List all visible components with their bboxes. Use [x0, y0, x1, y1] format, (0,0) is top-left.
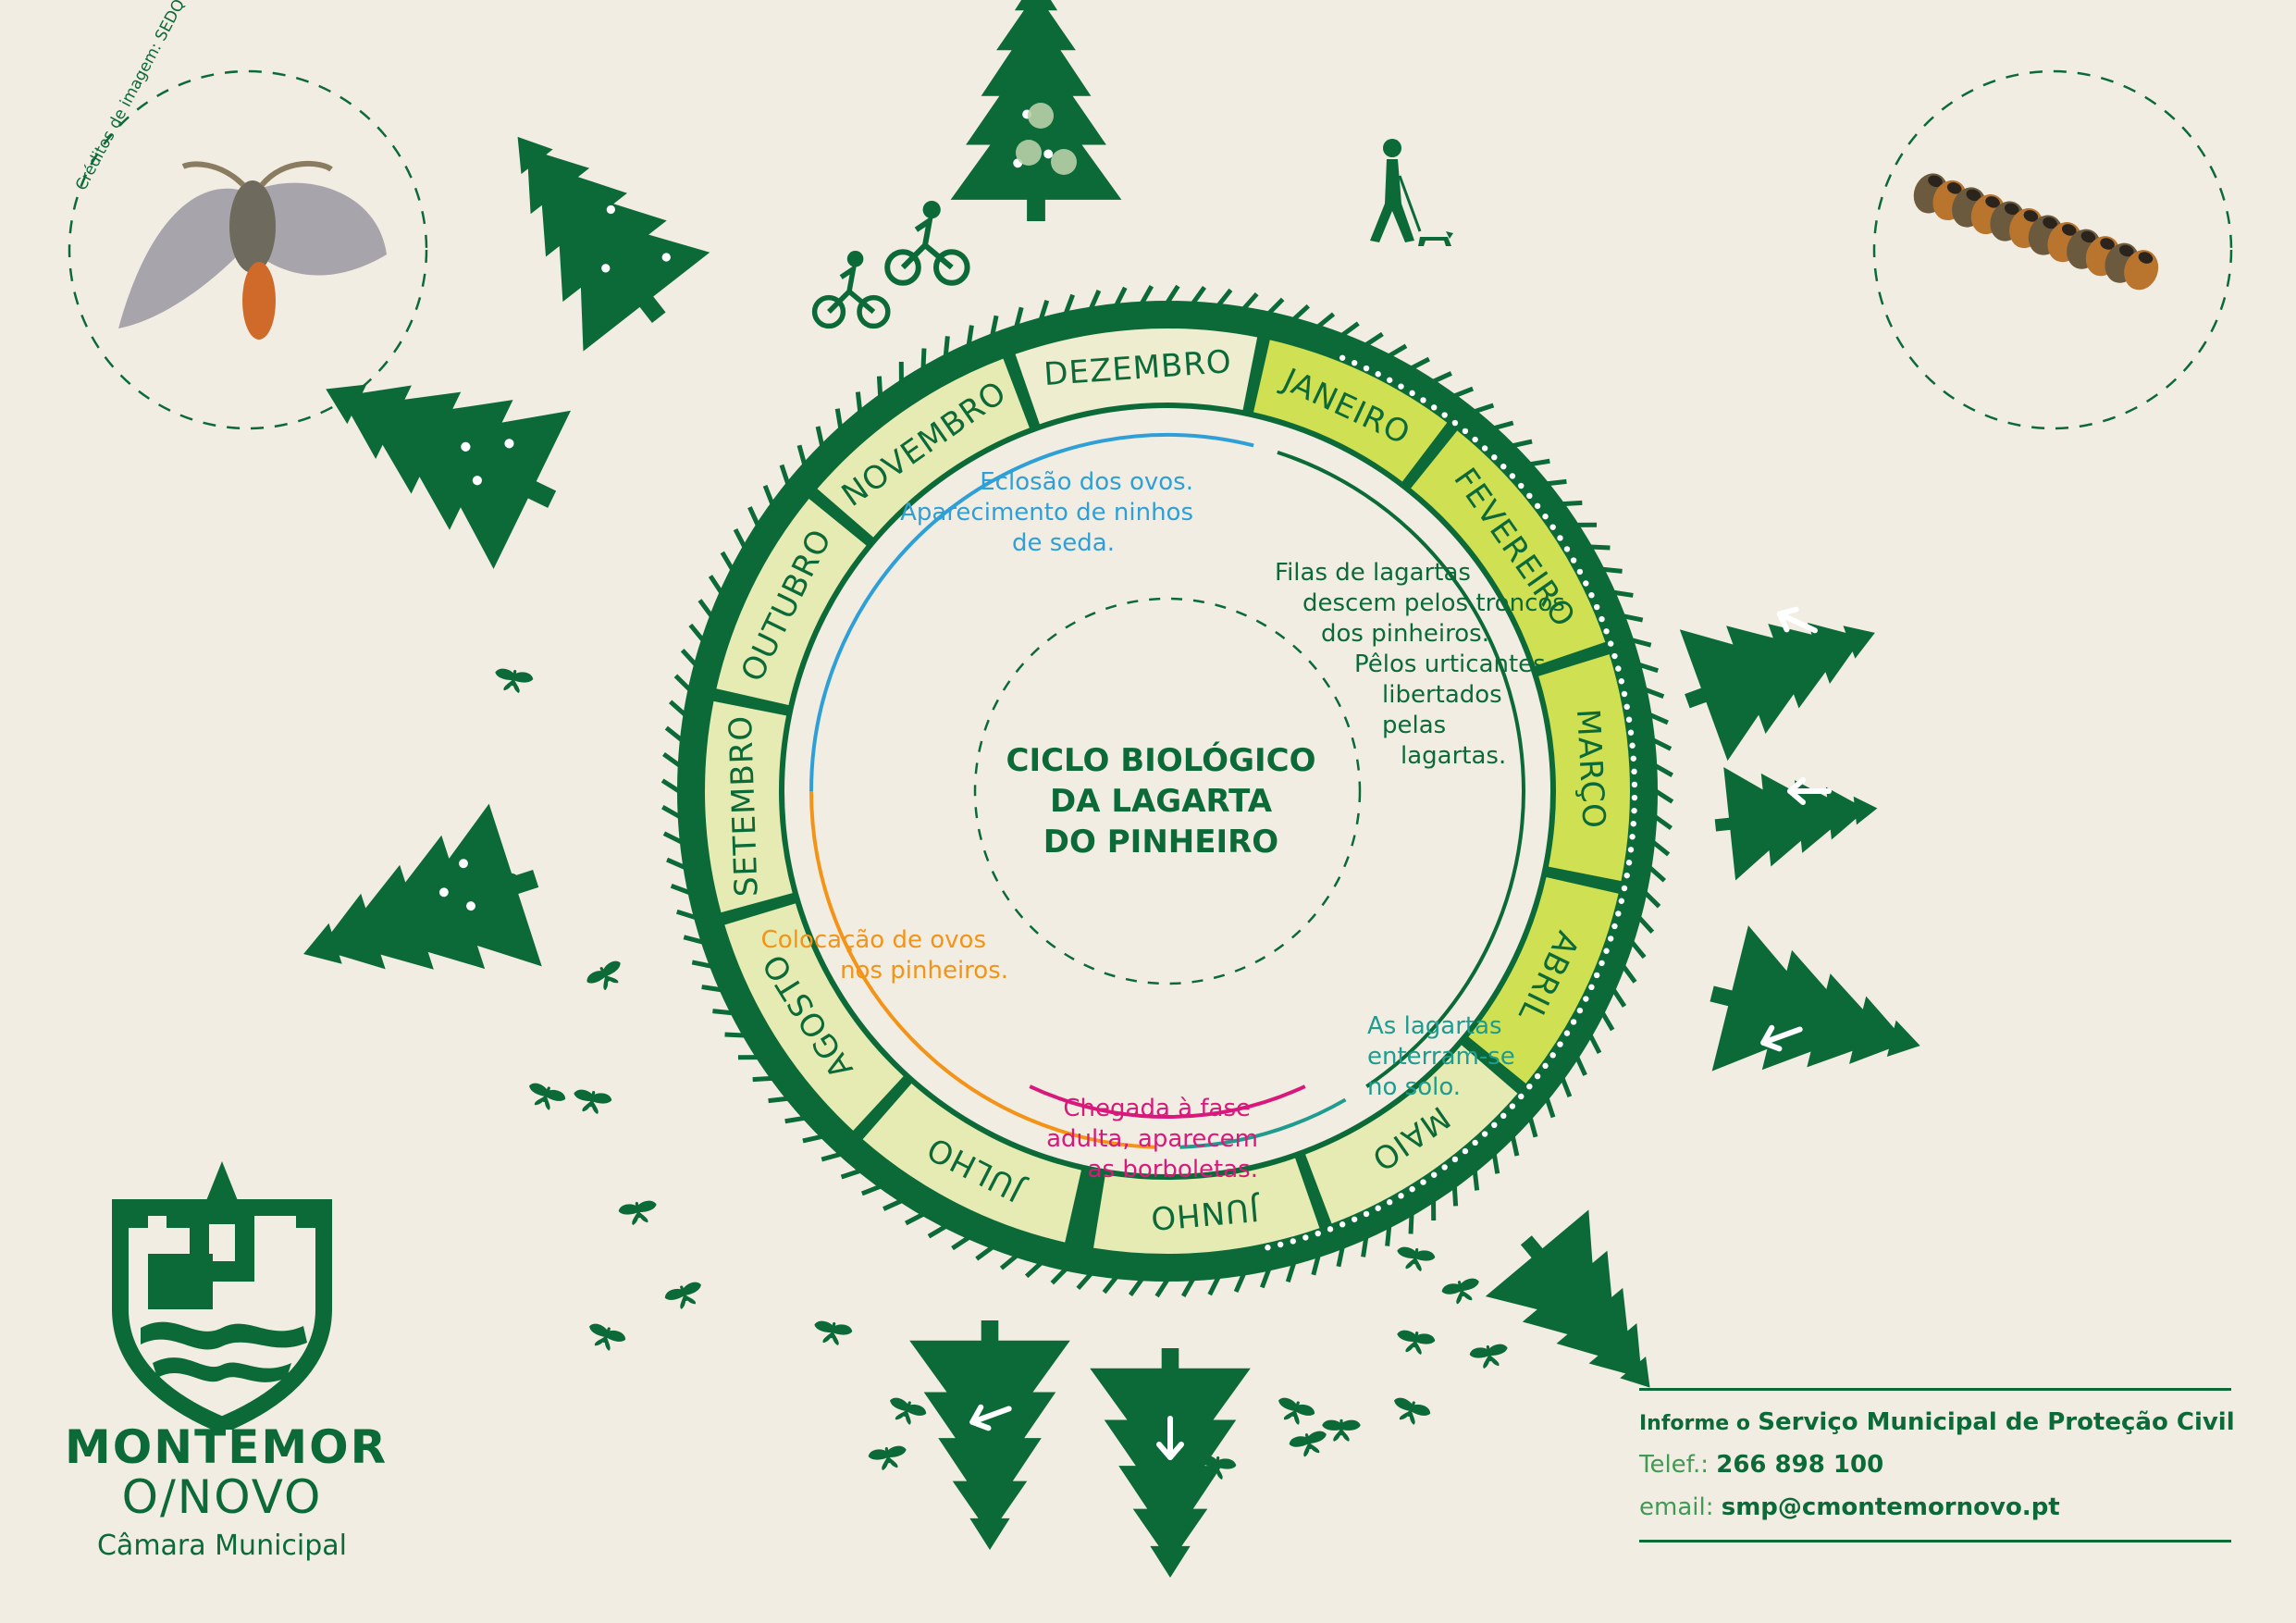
butterfly-icon	[867, 1443, 909, 1473]
walker-with-dog-icon	[1370, 139, 1453, 246]
cyclist-icon	[884, 201, 970, 286]
month-label: MARÇO	[1569, 708, 1612, 830]
butterfly-icon	[571, 1087, 613, 1117]
pine-tree-icon	[287, 309, 591, 579]
butterfly-icon	[1322, 1419, 1361, 1442]
month-segment	[1411, 430, 1606, 666]
cyclist-icon	[811, 251, 891, 329]
arrow-icon	[969, 1404, 1012, 1431]
butterfly-icon	[584, 1320, 628, 1356]
note-processions: Filas de lagartas descem pelos troncos d…	[1275, 559, 1565, 770]
contact-phone: Telef.: 266 898 100	[1639, 1451, 1884, 1479]
month-segment	[1253, 340, 1448, 482]
pine-tree-icon	[1693, 921, 1939, 1119]
decorations	[68, 69, 2233, 1482]
phase-arcs	[809, 433, 1525, 1149]
arrow-icon	[1760, 1024, 1803, 1052]
month-segment	[1468, 877, 1619, 1084]
butterfly-icon	[617, 1198, 660, 1228]
month-segment	[1305, 1045, 1518, 1224]
diagram-title: CICLO BIOLÓGICO DA LAGARTA DO PINHEIRO	[994, 740, 1327, 862]
note-eggs-hatch: Eclosão dos ovos. Aparecimento de ninhos…	[900, 468, 1193, 557]
pine-tree-icon	[1475, 1196, 1702, 1431]
month-segment	[1015, 328, 1258, 425]
moth-photo-icon	[118, 160, 387, 340]
pine-tree-icon	[1663, 566, 1899, 767]
note-bury: As lagartas enterram-se no solo.	[1367, 1012, 1515, 1101]
castle-shield-icon	[112, 1161, 332, 1430]
logo-line-3: Câmara Municipal	[96, 1530, 348, 1562]
pine-tree-icon	[277, 797, 562, 1035]
municipality-logo: MONTEMOR O/NOVO Câmara Municipal	[65, 1152, 389, 1568]
month-segment	[1538, 654, 1630, 882]
pine-trees	[277, 0, 1939, 1578]
center-dashed-circle	[973, 597, 1362, 985]
title-line: CICLO BIOLÓGICO	[1006, 742, 1316, 779]
divider	[1639, 1388, 2231, 1391]
contact-inform: Informe o Serviço Municipal de Proteção …	[1639, 1408, 2235, 1436]
butterfly-icon	[1273, 1394, 1317, 1430]
butterfly-icon	[492, 666, 535, 696]
caterpillar-frame	[1872, 69, 2233, 430]
note-adult: Chegada à fase adulta, aparecem as borbo…	[1046, 1095, 1258, 1183]
butterfly-icon	[1394, 1245, 1437, 1274]
arc-processions	[1277, 450, 1525, 1088]
butterfly-icon	[884, 1394, 929, 1430]
butterfly-icon	[1394, 1328, 1437, 1357]
month-segment	[704, 700, 793, 913]
arc-laying	[809, 790, 1155, 1149]
butterfly-icon	[811, 1319, 854, 1348]
arc-eggs-hatch	[809, 433, 1254, 792]
logo-line-2: O/NOVO	[121, 1470, 323, 1524]
arc-adult	[1029, 1084, 1306, 1119]
pine-tree-icon	[454, 87, 722, 367]
butterfly-icon	[524, 1080, 568, 1115]
divider	[1639, 1540, 2231, 1542]
title-line: DA LAGARTA	[1049, 783, 1273, 820]
arrow-icon	[1156, 1416, 1184, 1460]
month-segment	[862, 1084, 1081, 1243]
month-segment	[817, 358, 1030, 538]
pine-tree-icon	[1709, 751, 1883, 883]
pine-tree-icon	[909, 1320, 1070, 1550]
month-segment	[724, 903, 904, 1131]
butterfly-icon	[1440, 1275, 1484, 1307]
note-laying: Colocação de ovos nos pinheiros.	[760, 926, 1008, 985]
logo-line-1: MONTEMOR	[65, 1420, 389, 1474]
butterfly-icon	[584, 957, 629, 997]
month-segment	[1093, 1158, 1320, 1254]
butterfly-icon	[1288, 1428, 1331, 1460]
month-label: SETEMBRO	[722, 714, 766, 898]
contact-email[interactable]: email: smp@cmontemornovo.pt	[1639, 1493, 2060, 1521]
butterfly-icon	[1389, 1394, 1433, 1430]
moth-frame	[68, 69, 428, 430]
arrow-icon	[1776, 606, 1818, 634]
arc-bury	[1179, 1097, 1347, 1149]
title-line: DO PINHEIRO	[1043, 824, 1279, 861]
butterfly-icon	[1468, 1342, 1511, 1371]
caterpillar-photo-icon	[1913, 173, 2159, 291]
arrow-icon	[1787, 777, 1832, 805]
butterfly-icon	[662, 1279, 707, 1314]
month-ring: JANEIROFEVEREIROMARÇOABRILMAIOJUNHOJULHO…	[660, 284, 1674, 1298]
month-segment	[716, 498, 867, 705]
